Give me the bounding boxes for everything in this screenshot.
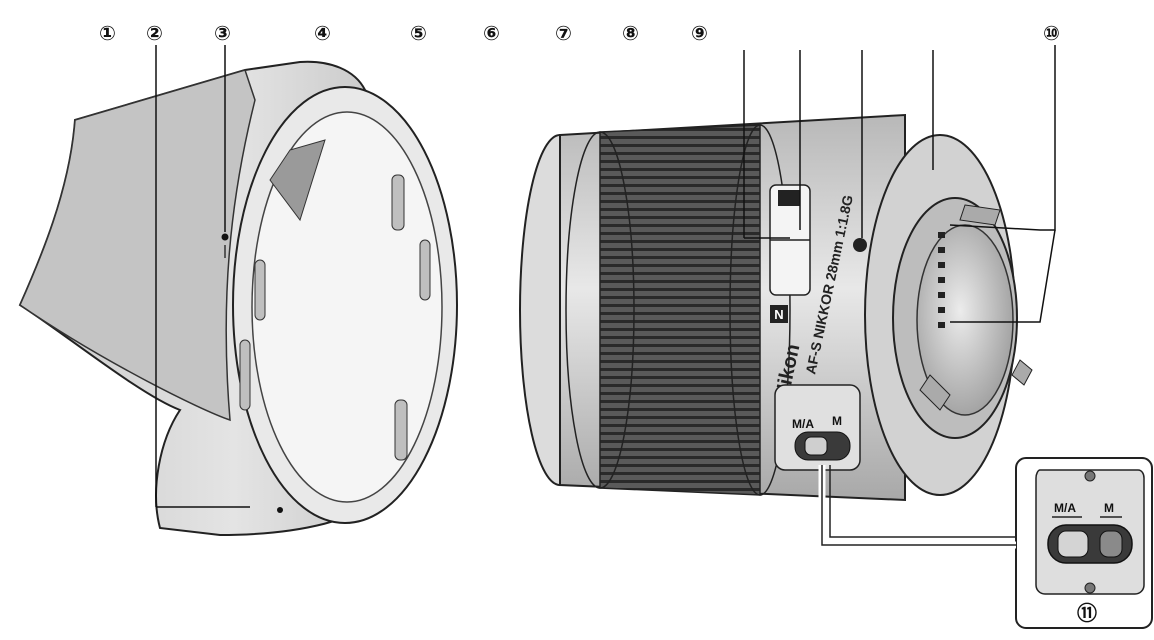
af-mode-switch-knob	[804, 436, 828, 456]
lens-badge-label: N	[774, 307, 783, 322]
inset-connector-outline	[829, 465, 1016, 538]
mount-tab	[1011, 359, 1033, 386]
callout-10: ⑩	[1043, 21, 1060, 45]
inset-screw-top	[1084, 470, 1096, 482]
callout-1: ①	[99, 21, 116, 45]
lens-hood	[18, 60, 458, 537]
hood-lock-mark	[277, 507, 283, 513]
mounting-index-dot	[853, 238, 867, 252]
focus-ring-front-edge	[565, 131, 635, 489]
hood-bayonet-tab	[269, 139, 326, 222]
focus-ring-rear-edge	[729, 124, 791, 496]
callout-2: ②	[146, 21, 163, 45]
inset-screw-bottom	[1084, 582, 1096, 594]
mount-tab	[919, 374, 951, 411]
inset-connector-outline	[821, 465, 1016, 546]
hood-mounting-index	[221, 233, 229, 241]
callout-numbers: ① ② ③ ④ ⑤ ⑥ ⑦ ⑧ ⑨ ⑩ ⑪	[99, 21, 1097, 625]
hood-petal-shade	[19, 69, 256, 422]
switch-detail-inset: M/A M	[1015, 457, 1153, 629]
callout-5: ⑤	[410, 21, 427, 45]
callout-7: ⑦	[555, 21, 572, 45]
callout-4: ④	[314, 21, 331, 45]
hood-bayonet-slot	[394, 399, 408, 461]
leader-lines	[155, 45, 1056, 508]
inset-label-m: M	[1104, 501, 1114, 515]
switch-label-m-small: M	[832, 414, 842, 428]
cpu-contacts	[938, 232, 945, 328]
callout-6: ⑥	[483, 21, 500, 45]
callout-11: ⑪	[1077, 601, 1097, 625]
leader-10b	[950, 229, 1056, 323]
hood-bayonet-slot	[239, 339, 251, 411]
inset-switch-knob	[1057, 530, 1089, 558]
inset-switch-detent	[1099, 530, 1123, 558]
leader-10	[949, 45, 1056, 231]
hood-bayonet-slot	[254, 259, 266, 321]
distance-scale-mark	[778, 190, 800, 206]
lens-body: N Nikon AF-S NIKKOR 28mm 1:1.8G M/A M	[519, 113, 1033, 502]
callout-8: ⑧	[622, 21, 639, 45]
lens-badge	[770, 305, 788, 323]
switch-label-ma-small: M/A	[792, 417, 814, 431]
mount-tab	[959, 204, 1001, 226]
callout-3: ③	[214, 21, 231, 45]
callout-9: ⑨	[691, 21, 708, 45]
rear-lens-element	[916, 224, 1014, 416]
hood-bayonet-slot	[391, 174, 405, 231]
hood-bayonet-slot	[419, 239, 431, 301]
inset-label-ma: M/A	[1054, 501, 1076, 515]
